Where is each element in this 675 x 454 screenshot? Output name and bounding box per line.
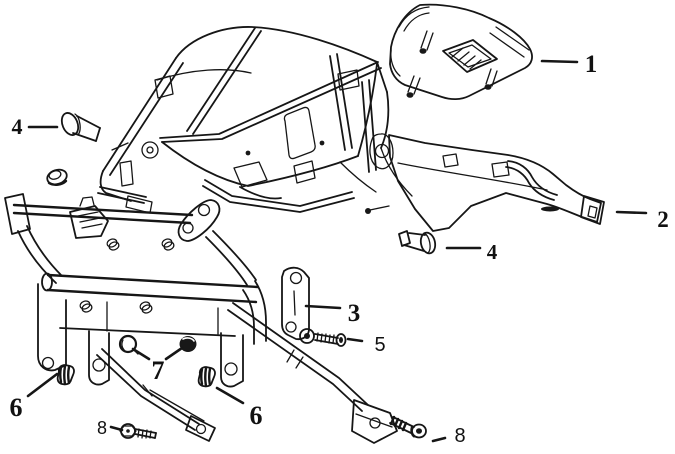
leader-line — [109, 425, 124, 432]
callout-7: 7 — [131, 346, 184, 385]
leader-line — [26, 372, 59, 398]
leader-line — [215, 386, 245, 405]
leader-line — [164, 346, 184, 361]
callout-labels: 1 2 3 4 4 5 6 6 7 8 8 — [10, 51, 669, 447]
rear-fender-body — [97, 26, 413, 214]
part-6-grommet-right — [197, 366, 216, 388]
callout-5: 5 — [346, 334, 386, 356]
callout-label: 8 — [97, 418, 107, 438]
part-5-nut-and-screw — [299, 328, 347, 347]
callout-3: 3 — [304, 300, 361, 327]
part-8-bolt-left — [119, 423, 157, 439]
callout-6: 6 — [10, 372, 59, 422]
leader-line — [346, 337, 364, 343]
callout-label: 7 — [152, 356, 165, 385]
part-6-grommet-left — [56, 364, 75, 386]
leader-line — [540, 59, 579, 64]
callout-label: 6 — [250, 401, 263, 430]
callout-label: 4 — [487, 240, 498, 264]
callout-6: 6 — [215, 386, 263, 430]
part-1-box-cover — [389, 3, 533, 101]
callout-label: 6 — [10, 393, 23, 422]
callout-label: 4 — [12, 114, 23, 139]
rubber-plug — [46, 168, 68, 186]
callout-label: 1 — [585, 51, 598, 78]
leader-line — [131, 347, 151, 361]
callout-label: 5 — [374, 334, 385, 356]
part-7-grommet-cap — [179, 336, 197, 352]
part-8-bolt-right — [389, 415, 427, 439]
callout-label: 3 — [348, 300, 361, 327]
callout-8: 8 — [97, 418, 124, 438]
callout-2: 2 — [615, 207, 669, 232]
leader-line — [615, 210, 648, 215]
part-3-carrier-subframe — [4, 193, 398, 444]
leader-line — [431, 436, 447, 443]
callout-4: 4 — [12, 114, 59, 139]
part-4-bolt-middle — [398, 230, 437, 255]
part-4-bolt-left — [60, 112, 101, 142]
leader-line — [304, 304, 342, 310]
callout-4: 4 — [445, 240, 498, 264]
part-2-mudguard-flap — [388, 134, 605, 232]
callout-8: 8 — [431, 425, 466, 447]
callout-label: 2 — [657, 207, 669, 232]
callout-label: 8 — [454, 425, 465, 447]
weld-nut-doodles — [79, 238, 175, 314]
callout-1: 1 — [540, 51, 598, 78]
